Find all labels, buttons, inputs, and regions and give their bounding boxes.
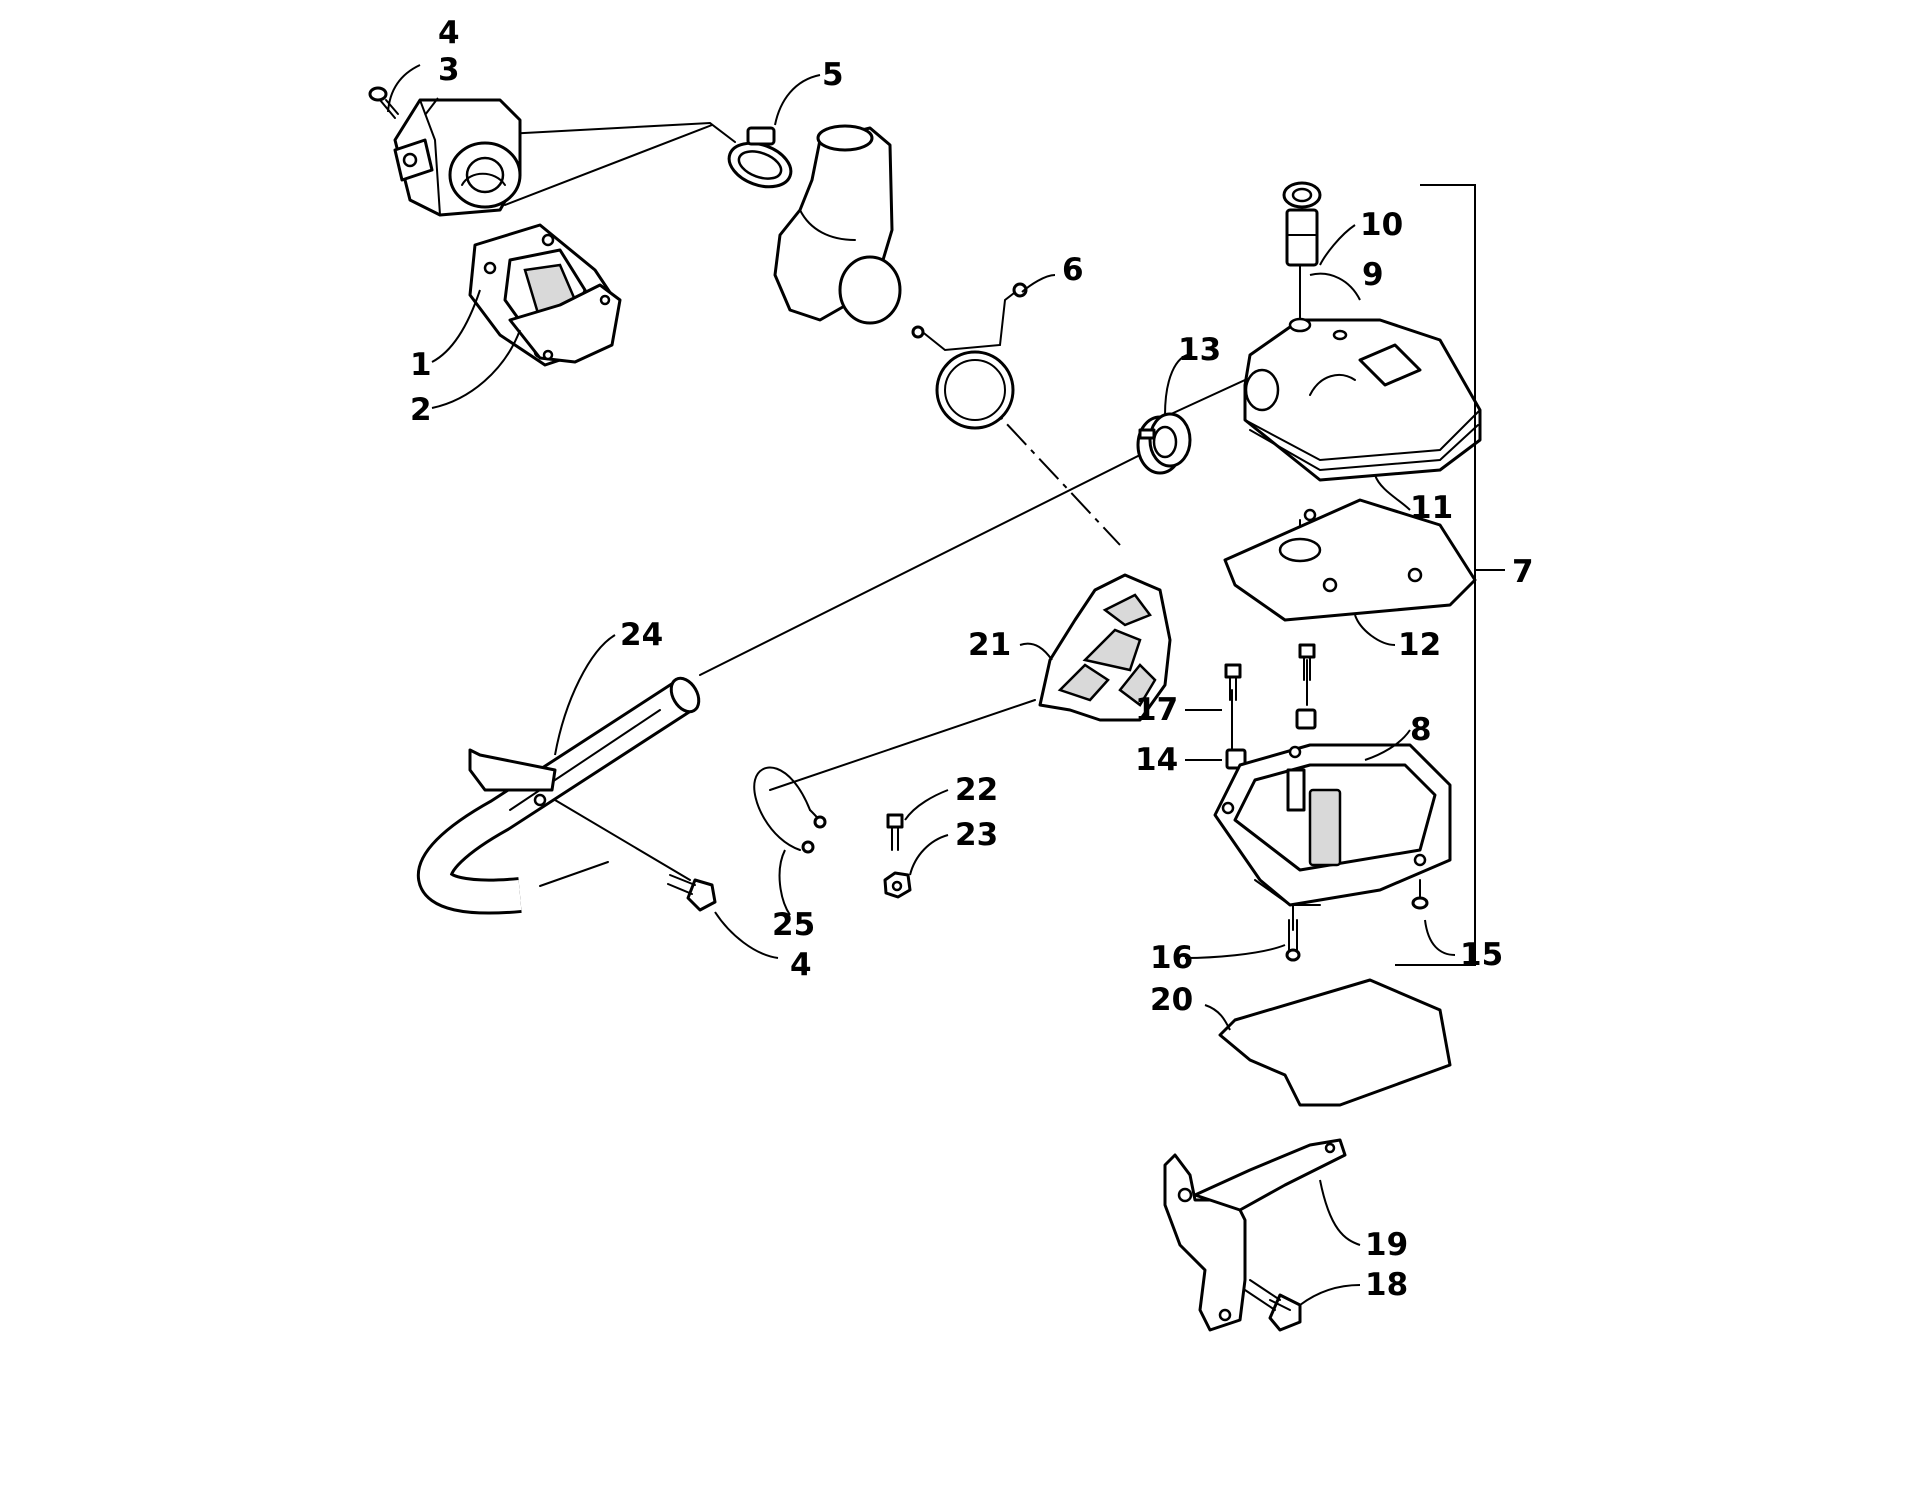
filter-pad (1218, 978, 1452, 1107)
callout-10: 10 (1360, 207, 1403, 243)
breather-fitting (1282, 181, 1322, 267)
callout-23: 23 (955, 817, 998, 853)
callout-22: 22 (955, 772, 998, 808)
callout-6: 6 (1062, 252, 1084, 288)
hose-clamp (727, 126, 793, 189)
intake-elbow (773, 124, 902, 325)
callout-9: 9 (1362, 257, 1384, 293)
callout-2: 2 (410, 392, 432, 428)
callout-5: 5 (822, 57, 844, 93)
callout-15: 15 (1460, 937, 1503, 973)
callout-19: 19 (1365, 1227, 1408, 1263)
nut-23 (883, 871, 912, 899)
screw-16 (1285, 919, 1301, 962)
breather-hose (417, 676, 701, 915)
callout-3: 3 (438, 52, 460, 88)
bolt-22 (886, 813, 904, 851)
callout-4-top: 4 (438, 15, 460, 51)
valve-motor (393, 98, 522, 217)
intake-boot (1038, 573, 1172, 722)
airbox-cover (1243, 317, 1482, 482)
callout-8: 8 (1410, 712, 1432, 748)
callout-18: 18 (1365, 1267, 1408, 1303)
diaphragm-valve (911, 282, 1028, 430)
callout-16: 16 (1150, 940, 1193, 976)
mounting-bracket (1163, 1138, 1347, 1332)
bolt-right (1298, 643, 1316, 681)
clamp-25 (753, 766, 827, 854)
callout-12: 12 (1398, 627, 1441, 663)
callout-4-bottom: 4 (790, 947, 812, 983)
callout-labels: 1 2 3 4 4 5 6 7 8 9 10 11 12 13 14 15 16… (410, 15, 1534, 1303)
bolt-left (1224, 663, 1242, 701)
callout-24: 24 (620, 617, 663, 653)
callout-20: 20 (1150, 982, 1193, 1018)
callout-7: 7 (1512, 554, 1534, 590)
screw-small (368, 86, 399, 119)
filter-plate (1223, 498, 1477, 622)
grommet (1136, 412, 1192, 475)
callout-25: 25 (772, 907, 815, 943)
callout-13: 13 (1178, 332, 1221, 368)
callout-21: 21 (968, 627, 1011, 663)
callout-17: 17 (1135, 692, 1178, 728)
callout-1: 1 (410, 347, 432, 383)
bolt-18 (1244, 1279, 1302, 1332)
callout-11: 11 (1410, 490, 1453, 526)
spacer-right (1295, 708, 1317, 730)
screw-15 (1411, 879, 1429, 910)
airbox-base (1213, 743, 1452, 907)
flange-bolt (667, 874, 717, 912)
gasket (508, 283, 622, 364)
assembly-bracket (1395, 184, 1505, 966)
callout-14: 14 (1135, 742, 1178, 778)
leader-lines (387, 64, 1456, 1306)
